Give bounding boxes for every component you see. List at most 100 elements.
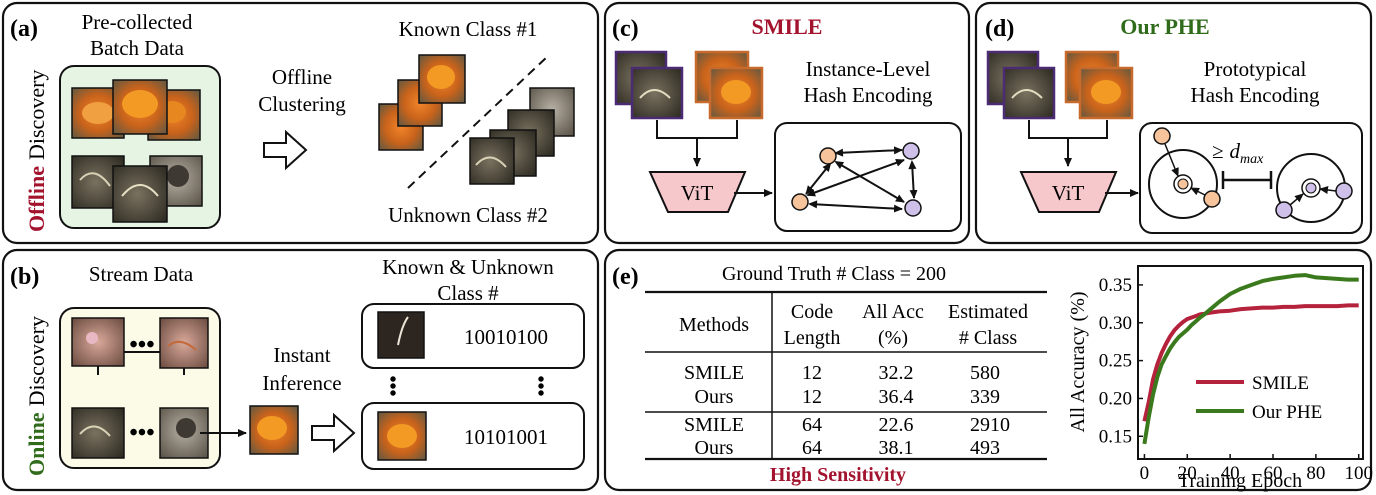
panel-b-side-label: OnlineDiscovery bbox=[24, 316, 49, 476]
panel-a-side-colored: Offline bbox=[24, 166, 49, 232]
code-box-1-image bbox=[377, 311, 425, 359]
table-cell-acc: 32.2 bbox=[879, 362, 914, 384]
table-header-code-1: Code bbox=[791, 301, 833, 323]
panel-d-dmax-d: d bbox=[1230, 139, 1241, 163]
panel-a-side-rest: Discovery bbox=[24, 70, 49, 160]
legend-label-phe: Our PHE bbox=[1252, 402, 1322, 423]
vertical-ellipsis-1: ••• bbox=[381, 375, 403, 396]
panel-d-dmax-ge: ≥ bbox=[1212, 139, 1224, 163]
panel-d: (d) Our PHE ViT Prototypical Hash Encodi… bbox=[974, 1, 1373, 245]
table-cell-code: 64 bbox=[802, 437, 822, 459]
table-header-est-2: # Class bbox=[959, 327, 1018, 349]
batch-image-dark-2 bbox=[112, 165, 168, 223]
panel-d-node-purple-2 bbox=[1335, 182, 1353, 200]
table-cell-code: 64 bbox=[802, 414, 822, 436]
chart-legend: SMILE Our PHE bbox=[1196, 373, 1322, 423]
unknown-class-label: Unknown Class #2 bbox=[388, 203, 548, 227]
table-cell-acc: 36.4 bbox=[879, 386, 914, 408]
panel-c-hash-box bbox=[774, 122, 962, 232]
chart-ylabel: All Accuracy (%) bbox=[1067, 291, 1089, 432]
panel-d-images-purple bbox=[986, 50, 1056, 120]
panel-e-tag: (e) bbox=[612, 264, 639, 290]
panel-e: (e) Ground Truth # Class = 200 Methods C… bbox=[603, 248, 1373, 492]
known-class-stack bbox=[378, 54, 466, 151]
code-box-1-code: 10010100 bbox=[464, 325, 548, 349]
table-cell-est: 580 bbox=[970, 362, 1000, 384]
chart-plot-area bbox=[1137, 265, 1364, 460]
table-cell-method: Ours bbox=[695, 437, 734, 459]
class-separator-line bbox=[407, 55, 549, 189]
table-cell-acc: 22.6 bbox=[879, 414, 914, 436]
legend-label-smile: SMILE bbox=[1252, 373, 1309, 394]
y-tick-label: 0.35 bbox=[1099, 275, 1132, 296]
table-cell-est: 339 bbox=[970, 386, 1000, 408]
x-tick-label: 100 bbox=[1344, 463, 1373, 484]
y-tick-label: 0.25 bbox=[1099, 351, 1132, 372]
stream-data-label: Stream Data bbox=[89, 262, 194, 286]
panel-c-images-purple bbox=[614, 50, 684, 120]
x-tick-label: 0 bbox=[1140, 463, 1150, 484]
table-header-acc-1: All Acc bbox=[862, 301, 924, 323]
panel-d-title: Our PHE bbox=[1120, 14, 1209, 39]
panel-b: (b) OnlineDiscovery Stream Data ••• ••• … bbox=[1, 248, 600, 492]
known-unknown-label-2: Class # bbox=[437, 281, 499, 305]
table-cell-est: 493 bbox=[970, 437, 1000, 459]
y-tick-label: 0.30 bbox=[1099, 313, 1132, 334]
panel-d-prototype-right bbox=[1275, 153, 1353, 223]
known-unknown-label-1: Known & Unknown bbox=[382, 255, 554, 279]
panel-d-node-purple-1 bbox=[1275, 201, 1293, 219]
query-image bbox=[249, 405, 299, 455]
panel-d-images-orange bbox=[1064, 50, 1134, 120]
table-header-est-1: Estimated bbox=[948, 301, 1028, 323]
panel-c-node-orange-2 bbox=[791, 193, 809, 211]
batch-image-orange-3 bbox=[112, 79, 168, 135]
table-header-methods: Methods bbox=[679, 314, 749, 336]
panel-b-side-rest: Discovery bbox=[24, 316, 49, 406]
panel-c-hash-graph bbox=[791, 142, 922, 217]
known-class-label: Known Class #1 bbox=[399, 17, 538, 41]
panel-c-vit-block bbox=[648, 171, 747, 213]
table-cell-method: Ours bbox=[695, 386, 734, 408]
panel-d-prototype-left bbox=[1148, 127, 1221, 219]
precollected-label-2: Batch Data bbox=[90, 36, 185, 60]
panel-c-node-purple-2 bbox=[904, 199, 922, 217]
panel-d-node-orange-2 bbox=[1203, 190, 1221, 208]
unknown-class-stack bbox=[469, 87, 575, 185]
y-tick-label: 0.15 bbox=[1099, 426, 1132, 447]
panel-d-dmax-sub: max bbox=[1240, 152, 1264, 167]
table-cell-code: 12 bbox=[802, 386, 822, 408]
stream-ellipsis-2: ••• bbox=[129, 420, 154, 446]
panel-d-vit-label: ViT bbox=[1052, 181, 1085, 205]
panel-a-tag: (a) bbox=[10, 16, 38, 42]
table-cell-code: 12 bbox=[802, 362, 822, 384]
table-cell-acc: 38.1 bbox=[879, 437, 914, 459]
panel-d-dmax-label: ≥dmax bbox=[1212, 139, 1264, 167]
table-footer: High Sensitivity bbox=[770, 464, 906, 486]
panel-b-tag: (b) bbox=[10, 264, 39, 290]
x-tick-label: 80 bbox=[1306, 463, 1325, 484]
panel-d-desc-2: Hash Encoding bbox=[1191, 83, 1320, 107]
x-tick-label: 20 bbox=[1178, 463, 1197, 484]
panel-c-tag: (c) bbox=[612, 16, 639, 42]
table-cell-method: SMILE bbox=[684, 362, 744, 384]
panel-c-desc-1: Instance-Level bbox=[806, 57, 931, 81]
series-line-phe bbox=[1142, 273, 1359, 445]
panel-c-desc-2: Hash Encoding bbox=[804, 83, 933, 107]
vertical-ellipsis-2: ••• bbox=[529, 375, 551, 396]
panel-c-images-orange bbox=[694, 50, 764, 120]
offline-arrow bbox=[263, 129, 308, 171]
table-caption: Ground Truth # Class = 200 bbox=[722, 263, 946, 285]
stream-image-1 bbox=[71, 317, 125, 367]
panel-c-title: SMILE bbox=[752, 14, 823, 39]
table-header-code-2: Length bbox=[784, 327, 841, 349]
panel-d-vit-block bbox=[1019, 171, 1118, 213]
precollected-label-1: Pre-collected bbox=[82, 10, 193, 34]
panel-a: (a) Offline Discovery Pre-collected Batch… bbox=[1, 1, 600, 245]
panel-c-node-orange-1 bbox=[819, 147, 837, 165]
offline-clustering-label-1: Offline bbox=[272, 65, 332, 89]
panel-d-dmax-bar bbox=[1221, 171, 1273, 189]
panel-a-side-label: Offline Discovery bbox=[24, 70, 49, 232]
panel-d-tag: (d) bbox=[985, 16, 1014, 42]
